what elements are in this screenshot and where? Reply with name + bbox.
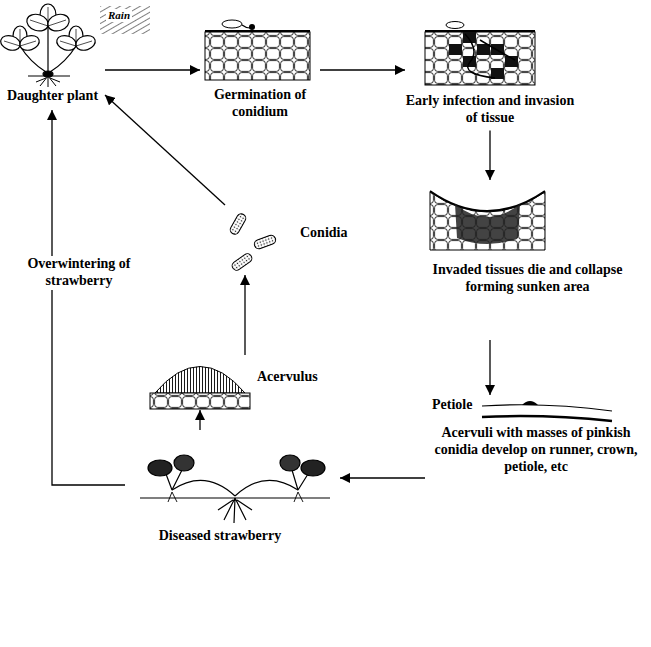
diseased-strawberry-drawing [140, 455, 330, 523]
cycle-arrow [105, 95, 225, 205]
acervulus-drawing [150, 367, 250, 410]
stage-caption: Diseased strawberry [125, 528, 315, 545]
sunken-tissue [430, 191, 545, 250]
conidia-drawing [229, 212, 277, 272]
stage-caption: Acervulus [257, 369, 335, 386]
infected-tissue [425, 22, 535, 86]
daughter-plant-drawing [0, 4, 97, 87]
petiole-drawing [482, 401, 612, 421]
stage-node: Early infection and invasion of tissue [405, 5, 575, 131]
stage-caption: Early infection and invasion of tissue [405, 93, 575, 127]
stage-caption: Germination of conidium [200, 87, 320, 121]
part-label: Petiole [430, 397, 474, 414]
stage-node: Diseased strawberry [125, 430, 340, 550]
rain-hatching [100, 6, 150, 34]
stage-node: Daughter plant [0, 0, 105, 110]
cycle-arrow [489, 340, 490, 395]
cycle-arrow [105, 69, 200, 70]
stage-caption: Acervuli with masses of pinkish conidia … [425, 425, 647, 475]
stage-node: Conidia [215, 205, 365, 275]
germination-tissue [205, 20, 310, 80]
stage-caption: Daughter plant [0, 88, 105, 105]
stage-node: Germination of conidium [200, 5, 320, 125]
cycle-arrow [199, 410, 200, 430]
cycle-arrow [244, 275, 245, 355]
stage-node: Invaded tissues die and collapse forming… [420, 180, 635, 340]
cycle-arrow [52, 110, 125, 485]
stage-caption: Invaded tissues die and collapse forming… [420, 262, 635, 296]
stage-node: Acervulus [145, 355, 335, 410]
stage-caption: Conidia [300, 225, 365, 242]
cycle-arrow [489, 131, 490, 180]
arrow-label: Overwintering of strawberry [12, 256, 146, 290]
weather-label: Rain [106, 9, 132, 22]
cycle-arrow [320, 69, 405, 70]
cycle-arrow [340, 477, 425, 478]
